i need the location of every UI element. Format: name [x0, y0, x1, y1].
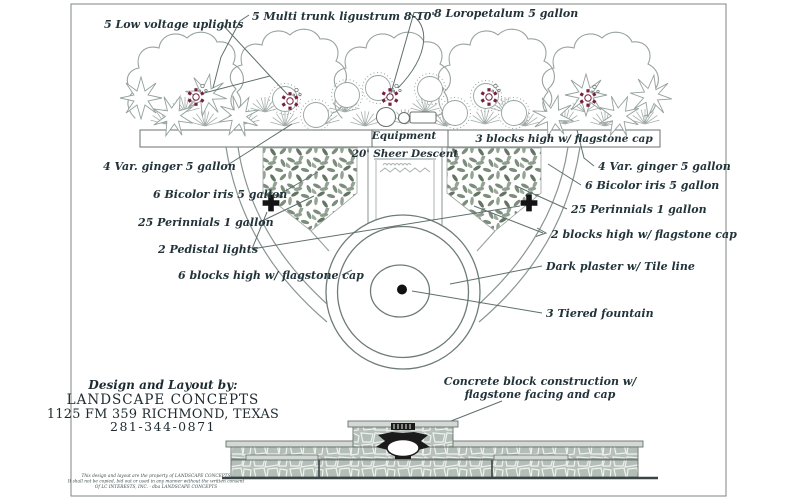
firm-block: Design and Layout by: LANDSCAPE CONCEPTS… [47, 378, 279, 434]
pool-circles [325, 214, 481, 370]
wing-walls [225, 146, 581, 323]
fine-print-line3: Of LC INTERESTS, INC. - dba LANDSCAPE CO… [95, 485, 217, 490]
elevation-front-wall [230, 459, 639, 478]
fern-bed-right [446, 147, 542, 232]
label-uplights: 5 Low voltage uplights [104, 18, 244, 31]
fine-print: This design and layout are the property … [67, 474, 245, 490]
label-concrete-1: Concrete block construction w/ [444, 375, 638, 388]
fine-print-line1: This design and layout are the property … [82, 474, 231, 479]
label-three-blocks: 3 blocks high w/ flagstone cap [475, 133, 653, 145]
elevation-wall-joints [318, 460, 493, 477]
label-ginger-right: 4 Var. ginger 5 gallon [598, 160, 731, 173]
fountain-center-dot [397, 284, 407, 295]
urn-fountain [376, 423, 430, 459]
label-loropetalum: 8 Loropetalum 5 gallon [434, 7, 578, 20]
firm-byline: Design and Layout by: [87, 378, 237, 392]
firm-address: 1125 FM 359 RICHMOND, TEXAS [47, 407, 279, 422]
firm-name: LANDSCAPE CONCEPTS [67, 392, 260, 408]
label-six-blocks: 6 blocks high w/ flagstone cap [178, 269, 364, 282]
elevation-ledge-left [245, 454, 319, 461]
equipment-symbols [376, 107, 437, 127]
drawing-frame [70, 3, 727, 497]
elevation-ledge-right [493, 454, 569, 461]
label-sheer-descent: 20' Sheer Descent [351, 148, 459, 160]
firm-phone: 281-344-0871 [110, 419, 216, 434]
label-iris-right: 6 Bicolor iris 5 gallon [585, 179, 719, 192]
sheer-descent-channel [367, 147, 443, 230]
label-ginger-left: 4 Var. ginger 5 gallon [103, 160, 236, 173]
label-concrete-2: flagstone facing and cap [464, 388, 616, 401]
label-equipment: Equipment [371, 130, 437, 142]
fine-print-line2: It shall not be copied, bid out or used … [67, 480, 245, 485]
label-two-blocks: 2 blocks high w/ flagstone cap [550, 228, 737, 241]
leader-lines [203, 12, 595, 424]
fern-beds [262, 147, 542, 232]
label-iris-left: 6 Bicolor iris 5 gallon [153, 188, 287, 201]
label-ligustrum: 5 Multi trunk ligustrum 8-10' [252, 10, 435, 23]
fern-bed-left [262, 147, 358, 232]
label-dark-plaster: Dark plaster w/ Tile line [545, 260, 695, 273]
label-tiered-fountain: 3 Tiered fountain [546, 307, 654, 320]
label-perennials-right: 25 Perinnials 1 gallon [570, 203, 707, 216]
planter-wall [139, 129, 661, 148]
elevation-view [222, 420, 658, 480]
label-pedestal-lights: 2 Pedistal lights [157, 243, 258, 256]
label-perennials-left: 25 Perinnials 1 gallon [137, 216, 274, 229]
